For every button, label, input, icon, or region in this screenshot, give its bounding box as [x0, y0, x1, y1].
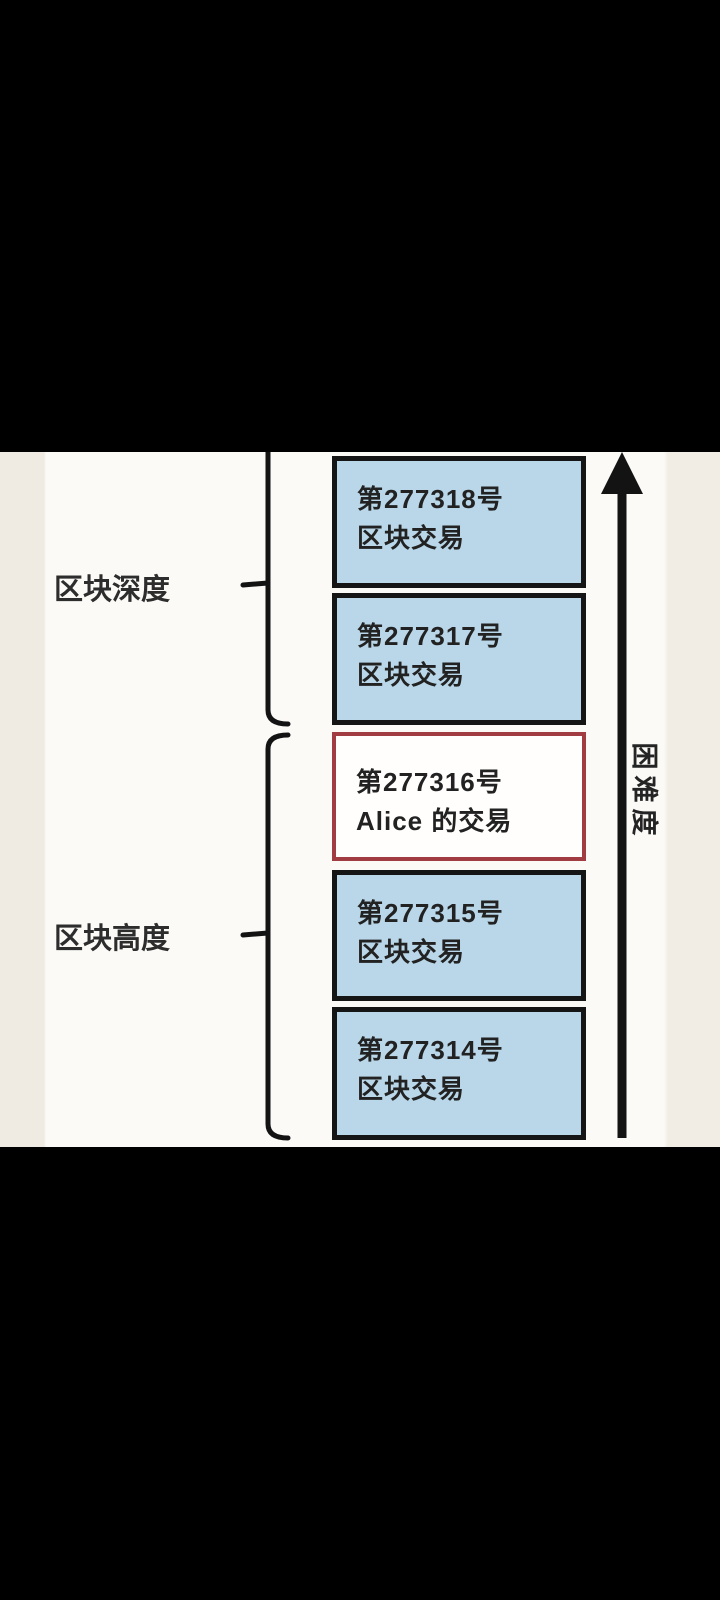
- height-brace-tick: [240, 930, 271, 938]
- block-card: 第277314号 区块交易: [332, 1007, 586, 1140]
- blockchain-diagram: 区块深度 区块高度 困难度 第277318号 区块交易 第277317号 区块交…: [0, 452, 720, 1147]
- block-number: 第277315号: [357, 898, 504, 928]
- block-content: 区块交易: [357, 1074, 466, 1104]
- block-number: 第277316号: [356, 767, 503, 797]
- block-number: 第277318号: [357, 484, 504, 514]
- diagram-lines: [240, 452, 643, 1141]
- difficulty-arrow-head: [601, 452, 643, 494]
- block-content: 区块交易: [357, 523, 466, 553]
- block-card: 第277315号 区块交易: [332, 870, 586, 1001]
- letterbox-bottom-bar: [0, 1147, 720, 1600]
- depth-brace-tick: [240, 580, 271, 588]
- block-number: 第277317号: [357, 621, 504, 651]
- block-card: 第277317号 区块交易: [332, 593, 586, 725]
- height-brace: [265, 732, 291, 1141]
- difficulty-label: 困难度: [629, 742, 659, 842]
- block-card-highlighted: 第277316号 Alice 的交易: [332, 732, 586, 861]
- letterbox-top-bar: [0, 0, 720, 452]
- block-content: 区块交易: [357, 937, 466, 967]
- depth-brace: [265, 452, 291, 727]
- block-height-label: 区块高度: [54, 923, 171, 955]
- block-depth-label: 区块深度: [54, 574, 171, 606]
- block-number: 第277314号: [357, 1035, 504, 1065]
- block-content: 区块交易: [357, 660, 466, 690]
- block-content: Alice 的交易: [356, 806, 513, 836]
- block-card: 第277318号 区块交易: [332, 456, 586, 588]
